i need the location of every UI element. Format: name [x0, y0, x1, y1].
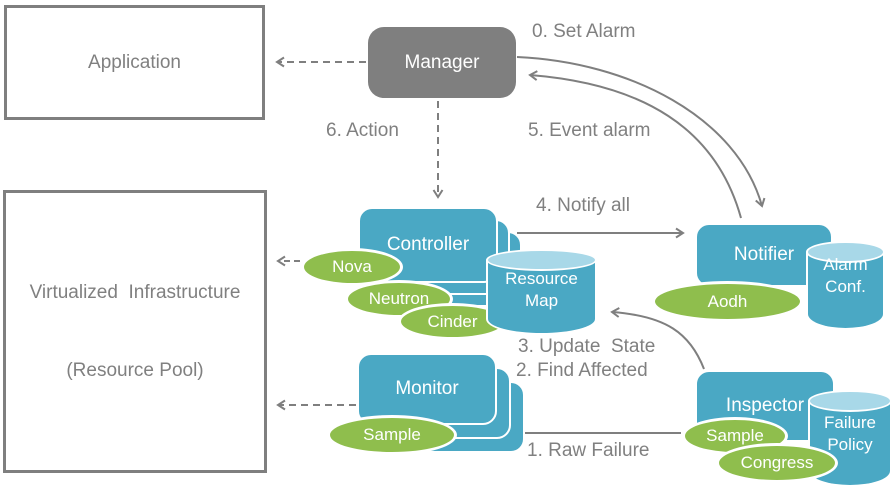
update-state-edge-label: 3. Update State: [518, 336, 656, 357]
monitor-label: Monitor: [395, 378, 459, 399]
resource-map-cylinder-top: [486, 249, 597, 271]
nova-ellipse: Nova: [301, 248, 403, 286]
virtualized-infrastructure-node: Virtualized Infrastructure (Resource Poo…: [3, 190, 267, 473]
alarm-conf-cylinder-body: [806, 252, 885, 330]
edge-update-inspector-to-resource-map: [610, 307, 705, 370]
notifier-label: Notifier: [733, 244, 795, 265]
failure-policy-datastore: Failure Policy: [808, 390, 892, 487]
congress-label: Congress: [740, 453, 814, 472]
resource-map-line2: Map: [524, 291, 559, 310]
virtualized-infrastructure-line1: Virtualized Infrastructure: [29, 281, 241, 303]
application-label: Application: [88, 51, 181, 73]
action-edge-label: 6. Action: [326, 120, 399, 141]
aodh-ellipse: Aodh: [652, 281, 803, 322]
notify-all-edge-label: 4. Notify all: [536, 195, 630, 216]
neutron-label: Neutron: [368, 289, 430, 308]
event-alarm-edge-label: 5. Event alarm: [528, 120, 651, 141]
manager-label: Manager: [404, 51, 480, 73]
aodh-label: Aodh: [707, 291, 748, 311]
inspector-label: Inspector: [725, 395, 805, 416]
resource-map-label: Resource Map: [486, 268, 597, 312]
find-affected-edge-label: 2. Find Affected: [516, 360, 648, 381]
monitor-node: Monitor: [357, 353, 497, 425]
resource-map-datastore: Resource Map: [486, 249, 597, 335]
alarm-conf-label: Alarm Conf.: [806, 254, 885, 298]
resource-map-line1: Resource: [505, 269, 578, 288]
edge-event-alarm-notifier-to-manager: [528, 70, 742, 219]
cinder-label: Cinder: [427, 311, 478, 331]
resource-map-cylinder-body: [486, 260, 597, 335]
failure-policy-label: Failure Policy: [808, 412, 892, 456]
virtualized-infrastructure-line2: (Resource Pool): [66, 359, 204, 381]
alarm-conf-line2: Conf.: [825, 277, 866, 296]
alarm-conf-datastore: Alarm Conf.: [806, 241, 885, 330]
raw-failure-edge-label: 1. Raw Failure: [527, 440, 650, 461]
nova-label: Nova: [332, 257, 372, 276]
alarm-conf-line1: Alarm: [823, 255, 868, 274]
sample-inspector-label: Sample: [706, 426, 764, 445]
alarm-conf-cylinder-top: [806, 241, 885, 263]
sample-monitor-ellipse: Sample: [327, 415, 457, 455]
failure-policy-line1: Failure: [824, 413, 876, 432]
failure-policy-line2: Policy: [827, 435, 873, 454]
congress-ellipse: Congress: [716, 443, 838, 483]
sample-monitor-label: Sample: [363, 425, 421, 444]
manager-node: Manager: [368, 27, 516, 98]
virtualized-infrastructure-label: Virtualized Infrastructure (Resource Poo…: [30, 228, 241, 436]
controller-label: Controller: [386, 234, 470, 255]
edge-set-alarm-manager-to-notifier: [516, 56, 766, 208]
failure-policy-cylinder-top: [808, 390, 892, 412]
application-node: Application: [4, 5, 265, 120]
set-alarm-edge-label: 0. Set Alarm: [532, 21, 636, 42]
